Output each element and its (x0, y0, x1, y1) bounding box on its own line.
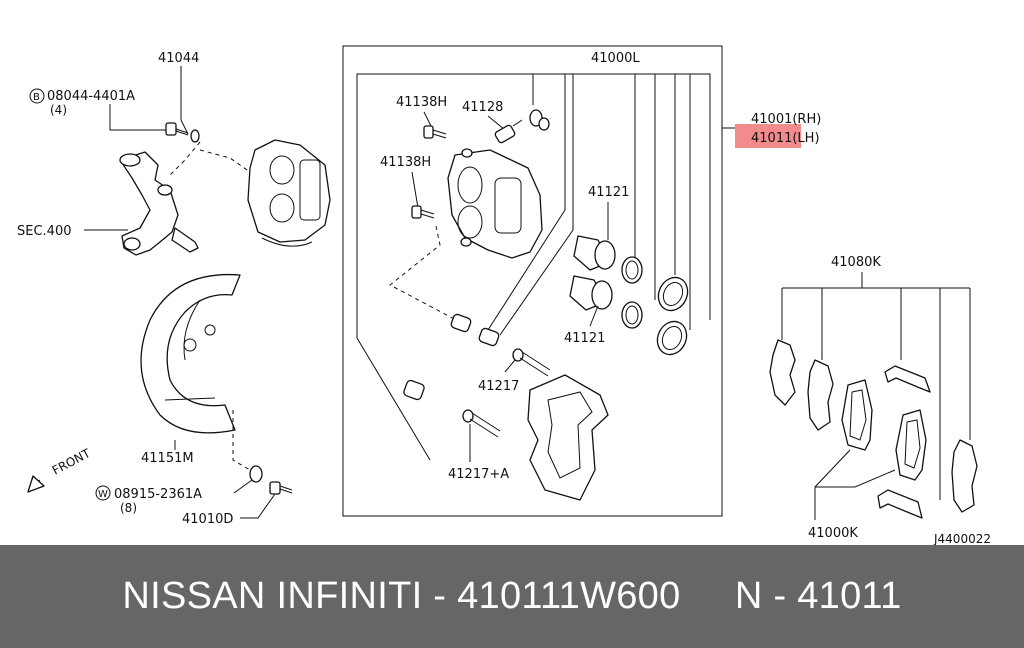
piston-lower-part (569, 275, 613, 311)
label-front: FRONT (50, 446, 93, 478)
label-41151M: 41151M (141, 451, 194, 466)
bleeder-screw-part (494, 109, 550, 144)
label-41138H-b: 41138H (380, 155, 431, 170)
slide-boot-a (450, 313, 472, 333)
label-08044-4401A: 08044-4401A (47, 89, 135, 104)
brake-pad-2 (895, 409, 927, 481)
slide-boot-b (478, 327, 500, 347)
label-41121-a: 41121 (588, 185, 629, 200)
part-number-banner: NISSAN INFINITI - 410111W600 N - 41011 (0, 545, 1024, 648)
label-41000L: 41000L (591, 51, 640, 66)
banner-text: NISSAN INFINITI - 410111W600 N - 41011 (122, 575, 902, 617)
label-41121-b: 41121 (564, 331, 605, 346)
dust-boots (656, 276, 689, 356)
pad-clip-upper (884, 365, 931, 393)
label-sec400: SEC.400 (17, 224, 72, 239)
label-41000K: 41000K (808, 526, 858, 541)
label-41011: 41011(LH) (751, 131, 820, 146)
bolt-41010D-part (269, 481, 293, 495)
bolt-marker-circle (29, 88, 45, 104)
pad-shim-3 (951, 439, 978, 513)
piston-seal-rings (621, 256, 643, 329)
label-08915-2361A: 08915-2361A (114, 487, 202, 502)
label-washer-qty: (8) (120, 501, 137, 515)
label-41001: 41001(RH) (751, 112, 821, 127)
parts-diagram: 41044 B 08044-4401A (4) SEC.400 4 (17, 45, 991, 545)
label-41217A: 41217+A (448, 467, 509, 482)
washer-marker: W (98, 489, 108, 500)
caliper-assembly-frame (342, 45, 723, 517)
washer-marker-circle (95, 485, 111, 501)
label-41080K: 41080K (831, 255, 881, 270)
disc-shield-part (140, 273, 241, 434)
caliper-bracket-part (527, 374, 609, 501)
bolt-marker: B (33, 92, 40, 103)
label-41128: 41128 (462, 100, 503, 115)
pad-clip-lower (877, 489, 923, 519)
bolt-08044-part (165, 122, 200, 143)
highlight-41011 (735, 124, 801, 148)
piston-upper-part (573, 235, 616, 271)
bolt-41138H-b-part (411, 205, 435, 219)
front-arrow (27, 475, 45, 493)
pad-shim-2 (807, 359, 834, 431)
label-41217: 41217 (478, 379, 519, 394)
slide-pin-41217 (512, 348, 551, 377)
mounted-caliper-part (247, 139, 331, 247)
label-41010D: 41010D (182, 512, 233, 527)
slide-boot-c (403, 379, 425, 401)
steering-knuckle-part (119, 151, 199, 256)
washer-part (249, 465, 263, 483)
brake-pad-1 (841, 379, 873, 451)
label-ref-code: J4400022 (933, 532, 991, 545)
caliper-body-part (447, 148, 543, 259)
slide-pin-41217A (462, 409, 501, 438)
label-41138H-a: 41138H (396, 95, 447, 110)
label-bolt-qty: (4) (50, 103, 67, 117)
pad-shim-1 (769, 339, 796, 406)
bolt-41138H-a-part (423, 125, 447, 139)
label-41044: 41044 (158, 51, 199, 66)
